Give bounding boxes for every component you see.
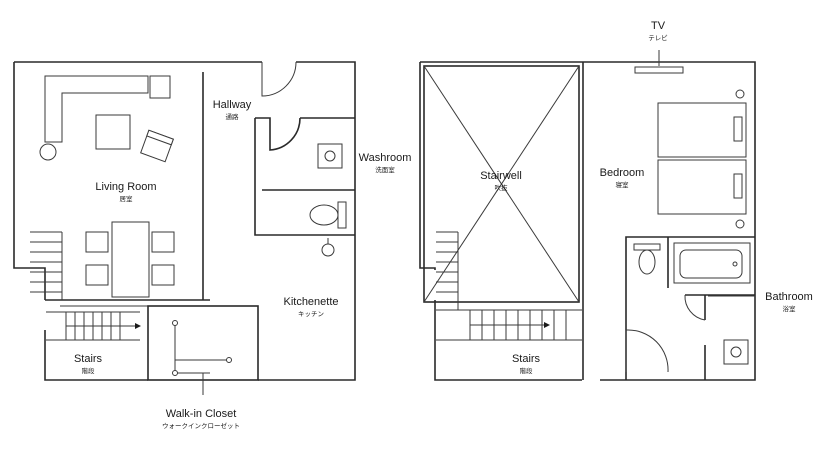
washroom-sink <box>317 143 343 169</box>
stairs-right-direction-arrow <box>544 322 550 328</box>
hallway-name: Hallway <box>212 99 252 111</box>
label-hallway: Hallway 通路 <box>213 99 252 121</box>
closet-hanging-rail <box>174 324 228 374</box>
washroom-wall <box>254 117 355 236</box>
bed-1-pillow <box>733 116 743 142</box>
bathroom-jp: 浴室 <box>782 304 796 313</box>
walk-in-closet-name: Walk-in Closet <box>165 408 237 420</box>
stairwell-name: Stairwell <box>480 170 522 182</box>
stairs-steps-right-vertical <box>436 231 459 310</box>
label-bathroom: Bathroom 浴室 <box>765 291 813 313</box>
walk-in-closet-jp: ウォークインクローゼット <box>162 421 240 430</box>
walk-in-closet-wall <box>147 305 259 381</box>
stairs-direction-arrow <box>135 323 141 329</box>
stairs-steps-left-vertical <box>30 231 63 300</box>
closet-rail-end <box>172 320 178 326</box>
bed-1 <box>657 102 747 158</box>
stairwell-void <box>423 65 580 303</box>
bathroom-toilet-bowl <box>638 249 656 275</box>
bathroom-door-swing <box>625 329 669 373</box>
lower-floor-outer-wall <box>13 61 356 381</box>
label-walk-in-closet: Walk-in Closet ウォークインクローゼット <box>162 408 240 430</box>
label-tv: TV テレビ <box>648 20 668 42</box>
bed-2 <box>657 159 747 215</box>
label-stairs-left: Stairs 階段 <box>74 353 102 375</box>
dining-chair-1 <box>85 231 109 253</box>
bedroom-name: Bedroom <box>599 167 645 179</box>
bathtub-drain <box>732 261 738 267</box>
bed-2-pillow <box>733 173 743 199</box>
hallway-door-swing <box>261 61 297 97</box>
tv-jp: テレビ <box>648 33 668 42</box>
washroom-name: Washroom <box>358 152 412 164</box>
bathroom-name: Bathroom <box>765 291 813 303</box>
label-living-room: Living Room 居室 <box>95 181 156 203</box>
stairs-right-jp: 階段 <box>519 366 533 375</box>
dining-chair-3 <box>151 231 175 253</box>
lower-floor-plan <box>13 61 356 395</box>
kitchen-sink <box>321 243 335 257</box>
stairwell-cross-b <box>423 65 580 303</box>
stairs-right-name: Stairs <box>511 353 541 365</box>
armchair <box>140 129 174 163</box>
bathroom-sink <box>723 339 749 365</box>
bedroom-jp: 寝室 <box>615 180 629 189</box>
washroom-jp: 洗面室 <box>375 165 395 174</box>
living-room-name: Living Room <box>95 181 157 193</box>
floor-lamp <box>39 143 57 161</box>
tv-unit <box>634 66 684 74</box>
closet-rail-end <box>226 357 232 363</box>
hallway-jp: 通路 <box>225 112 239 121</box>
side-table <box>149 75 171 99</box>
bathroom-wall <box>625 236 755 380</box>
stairwell-jp: 吹抜 <box>494 183 508 192</box>
tv-name: TV <box>650 20 666 32</box>
label-stairwell: Stairwell 吹抜 <box>480 170 522 192</box>
dining-chair-2 <box>85 264 109 286</box>
toilet-bowl <box>309 204 339 226</box>
upper-floor-outer-wall <box>419 61 756 381</box>
kitchenette-jp: キッチン <box>297 309 324 318</box>
stairs-left-name: Stairs <box>73 353 103 365</box>
label-stairs-right: Stairs 階段 <box>512 353 540 375</box>
nightstand-lamp-1 <box>735 89 745 99</box>
bathroom-inner-door-swing <box>684 294 706 321</box>
stairs-left-jp: 階段 <box>81 366 95 375</box>
dining-table <box>111 221 150 298</box>
label-bedroom: Bedroom 寝室 <box>600 167 645 189</box>
coffee-table <box>95 114 131 150</box>
bathroom-sink-basin <box>730 346 742 358</box>
l-shaped-sofa <box>44 75 149 143</box>
dining-chair-4 <box>151 264 175 286</box>
living-room-jp: 居室 <box>119 194 133 203</box>
bathtub-inner <box>679 249 743 279</box>
nightstand-lamp-2 <box>735 219 745 229</box>
label-kitchenette: Kitchenette キッチン <box>283 296 338 318</box>
label-washroom: Washroom 洗面室 <box>359 152 412 174</box>
washroom-sink-basin <box>324 150 336 162</box>
toilet-tank <box>337 201 347 229</box>
closet-rail-end <box>172 370 178 376</box>
kitchenette-name: Kitchenette <box>283 296 339 308</box>
upper-floor-plan <box>419 50 756 381</box>
bathroom-toilet-tank <box>633 243 661 251</box>
